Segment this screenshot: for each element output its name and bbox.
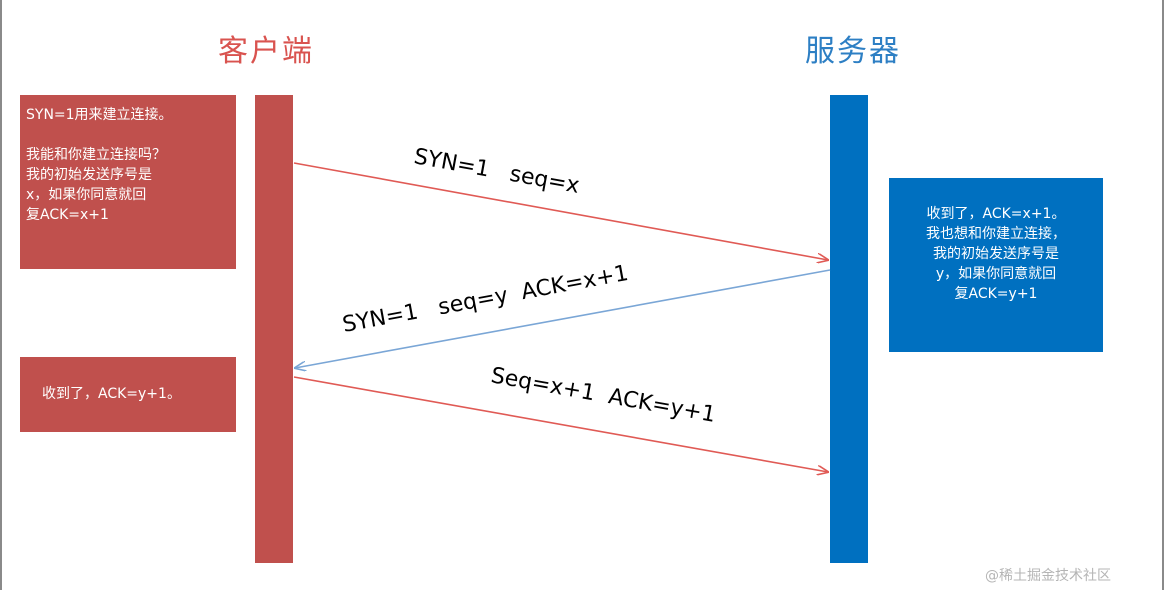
syn-ack-arrow bbox=[295, 269, 831, 368]
client-lifeline bbox=[255, 95, 293, 563]
client-title: 客户端 bbox=[218, 34, 314, 69]
client-ack-note: 收到了，ACK=y+1。 bbox=[20, 357, 236, 432]
syn-label: SYN=1 seq=x bbox=[412, 144, 581, 199]
syn-arrow bbox=[293, 162, 828, 260]
server-title: 服务器 bbox=[805, 34, 901, 69]
server-synack-note: 收到了，ACK=x+1。 我也想和你建立连接， 我的初始发送序号是 y，如果你同… bbox=[889, 178, 1103, 352]
watermark: @稀土掘金技术社区 bbox=[985, 568, 1111, 584]
client-syn-note: SYN=1用来建立连接。 我能和你建立连接吗？ 我的初始发送序号是 x，如果你同… bbox=[20, 95, 236, 269]
ack-arrow bbox=[293, 376, 828, 472]
server-lifeline bbox=[830, 95, 868, 563]
syn-ack-label: SYN=1 seq=y ACK=x+1 bbox=[341, 261, 631, 338]
